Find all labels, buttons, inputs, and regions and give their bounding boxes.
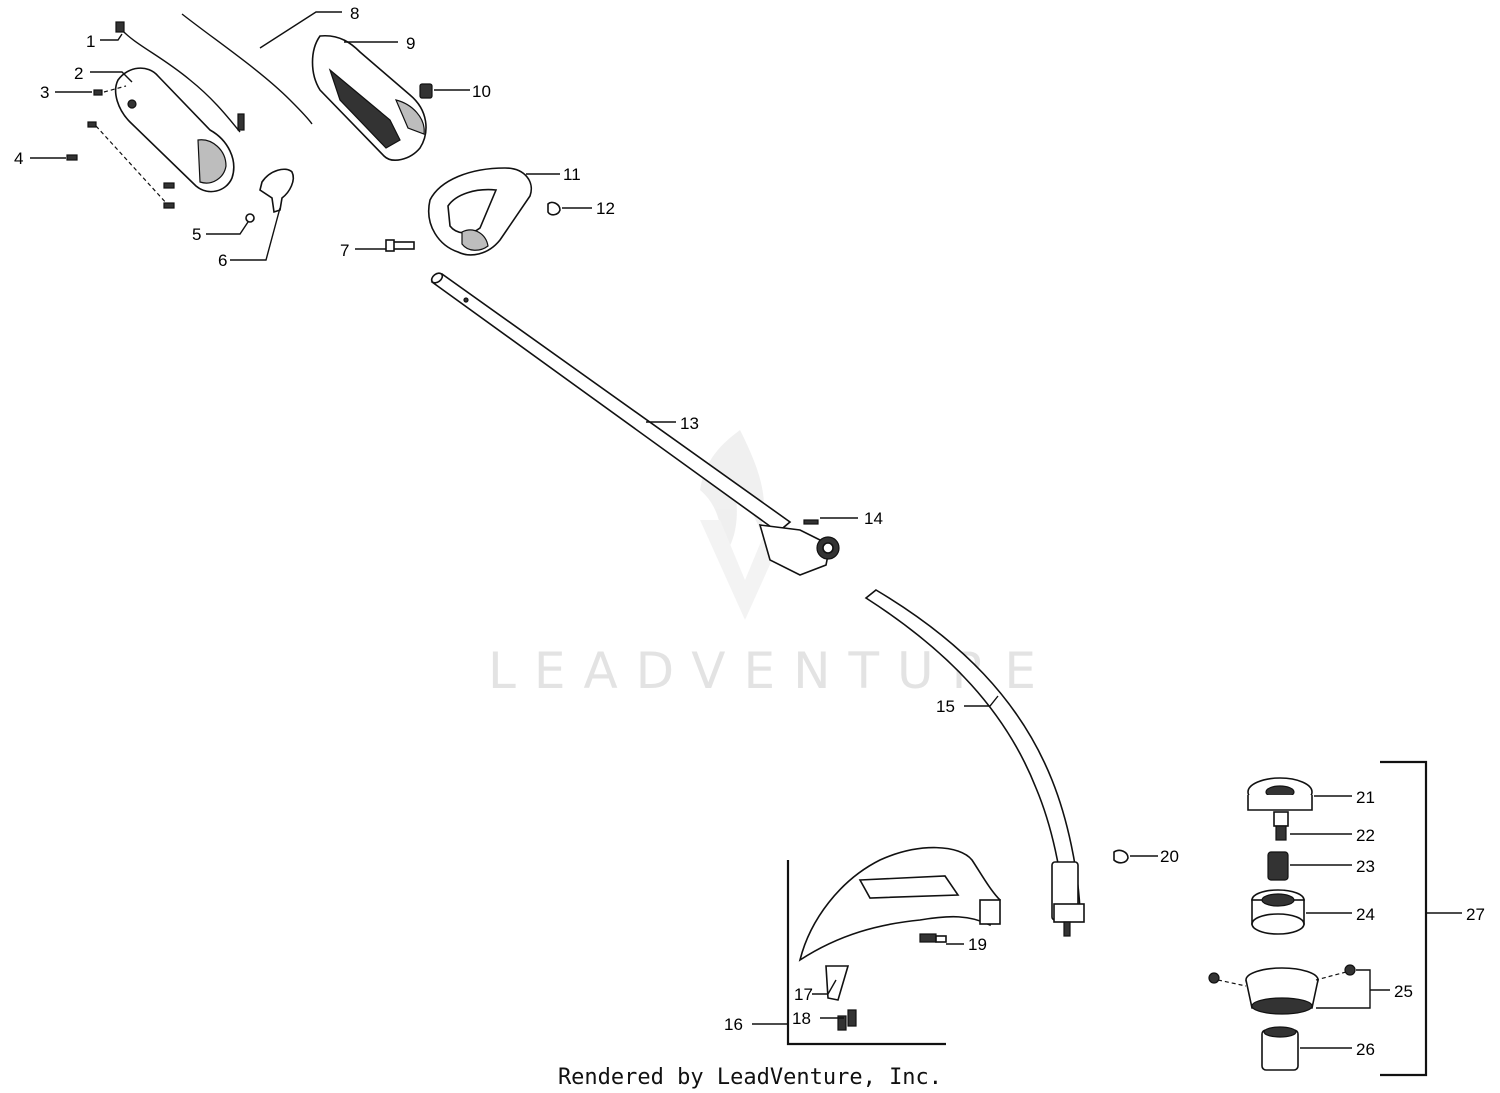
part-10-switch	[419, 83, 433, 99]
part-23-spring	[1267, 851, 1289, 881]
part-13-upper-shaft	[430, 272, 792, 534]
part-24-spool	[1251, 889, 1305, 935]
part-1-wire	[115, 21, 245, 133]
part-3-screw	[87, 85, 169, 206]
part-22-bolt	[1273, 811, 1289, 841]
callout-8: 8	[350, 4, 359, 23]
callout-26: 26	[1356, 1040, 1375, 1059]
callout-24: 24	[1356, 905, 1375, 924]
part-8-cable	[181, 13, 313, 125]
callout-4: 4	[14, 149, 23, 168]
callout-27: 27	[1466, 905, 1485, 924]
callout-18: 18	[792, 1009, 811, 1028]
part-26-knob	[1261, 1026, 1299, 1071]
guard-bracket	[786, 860, 946, 1046]
part-25-housing	[1208, 964, 1356, 1015]
part-14-coupler	[758, 519, 840, 576]
callout-12: 12	[596, 199, 615, 218]
callout-23: 23	[1356, 857, 1375, 876]
callout-13: 13	[680, 414, 699, 433]
part-2-handle-housing	[114, 67, 235, 193]
head-assembly-bracket	[1380, 760, 1428, 1077]
callout-7: 7	[340, 241, 349, 260]
callout-19: 19	[968, 935, 987, 954]
part-20-wing-nut	[1113, 849, 1129, 864]
callout-21: 21	[1356, 788, 1375, 807]
callout-2: 2	[74, 64, 83, 83]
callout-14: 14	[864, 509, 883, 528]
callouts: 1 2 3 4 5 6 7 8 9 10 11 12 13 14 15 16 1…	[14, 4, 1485, 1059]
part-5-clip	[245, 213, 255, 223]
part-12-wing-nut	[547, 201, 561, 216]
leader-lines	[30, 11, 1462, 1049]
part-4-screw	[66, 154, 175, 209]
callout-5: 5	[192, 225, 201, 244]
callout-25: 25	[1394, 982, 1413, 1001]
footer-credit: Rendered by LeadVenture, Inc.	[558, 1065, 942, 1090]
callout-20: 20	[1160, 847, 1179, 866]
callout-3: 3	[40, 83, 49, 102]
callout-16: 16	[724, 1015, 743, 1034]
callout-1: 1	[86, 32, 95, 51]
callout-11: 11	[563, 165, 581, 184]
callout-10: 10	[472, 82, 491, 101]
part-16-guard	[798, 846, 1001, 1031]
part-6-trigger	[259, 168, 295, 214]
callout-6: 6	[218, 251, 227, 270]
part-7-bolt	[385, 239, 415, 252]
part-21-spool-cover	[1247, 777, 1313, 811]
callout-9: 9	[406, 34, 415, 53]
callout-15: 15	[936, 697, 955, 716]
part-9-handle-half	[311, 34, 427, 161]
callout-17: 17	[794, 985, 813, 1004]
part-11-assist-handle	[427, 167, 532, 256]
callout-22: 22	[1356, 826, 1375, 845]
